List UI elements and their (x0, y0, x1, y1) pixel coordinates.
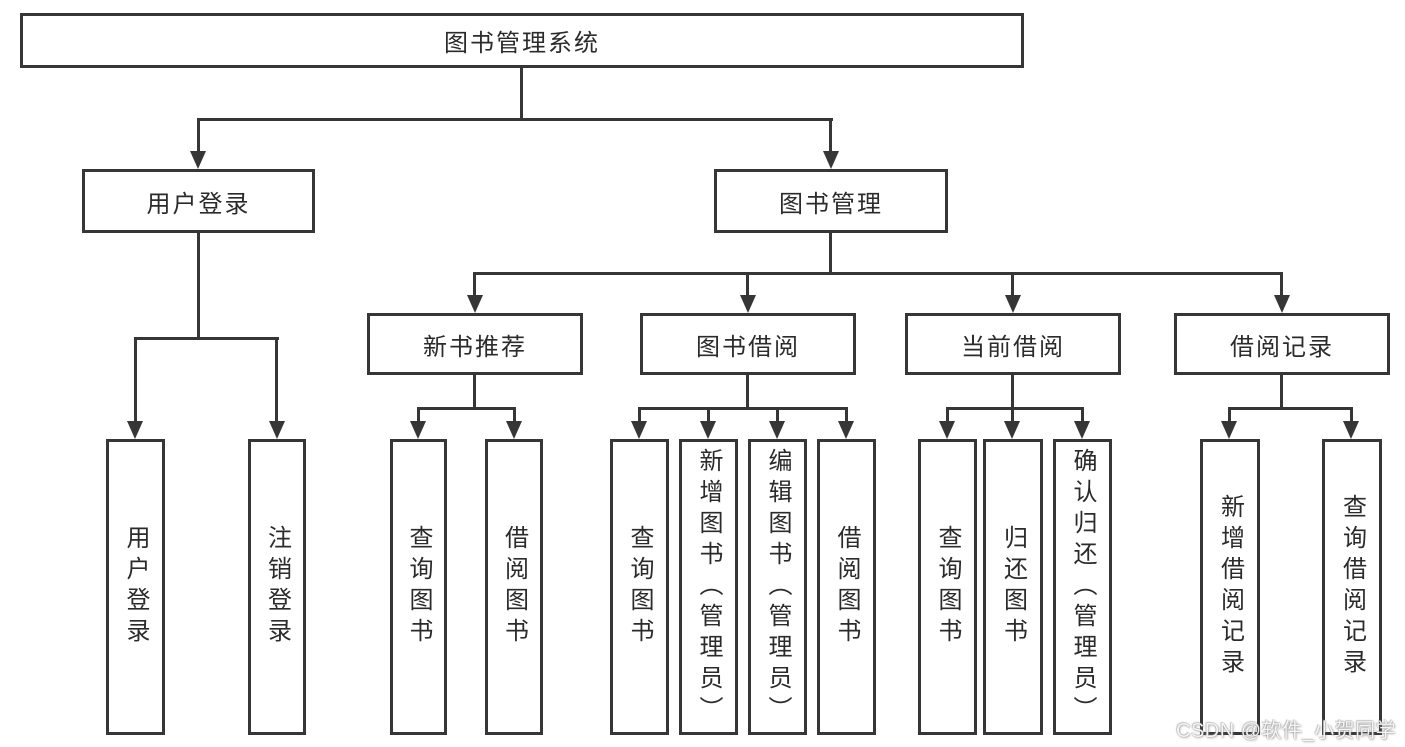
connector-root-stub (520, 68, 523, 118)
connector-book-borrow-stub (746, 375, 749, 407)
node-label: 当前借阅 (961, 333, 1065, 361)
arrowhead-to-book-borrow (740, 295, 756, 313)
connector-stem (707, 407, 710, 423)
node-label: 图书管理系统 (444, 30, 600, 57)
node-label: 图书借阅 (696, 333, 800, 361)
connector-user-login-stub (197, 233, 200, 337)
connector-stem-new-book (473, 272, 476, 297)
leaf-label: 借阅图书 (500, 525, 528, 649)
connector-book-borrow-split (638, 407, 848, 410)
csdn-watermark: CSDN @软件_小贺同学 (1176, 720, 1397, 742)
connector-current-borrow-stub (1011, 375, 1014, 407)
connector-user-login-split (134, 337, 279, 340)
arrowhead-to-book-management (823, 151, 839, 169)
arrowhead (1343, 421, 1359, 439)
arrowhead-to-login-leaf (127, 421, 143, 439)
leaf-label: 新增借阅记录 (1216, 494, 1244, 680)
arrowhead (1004, 421, 1020, 439)
arrowhead-to-current-borrow (1005, 295, 1021, 313)
node-book-borrowing: 图书借阅 (640, 313, 856, 375)
arrowhead-to-user-login (190, 151, 206, 169)
connector-root-split (197, 118, 833, 121)
node-root-library-management-system: 图书管理系统 (20, 13, 1024, 68)
arrowhead-to-new-book (467, 295, 483, 313)
leaf-label: 查询图书 (934, 525, 961, 649)
leaf-label: 查询借阅记录 (1338, 494, 1366, 680)
connector-new-book-stub (473, 375, 476, 407)
leaf-add-borrow-record: 新增借阅记录 (1200, 439, 1260, 735)
leaf-label: 注销登录 (263, 525, 291, 649)
leaf-label: 借阅图书 (833, 525, 860, 649)
arrowhead (838, 421, 854, 439)
connector-stem (1081, 407, 1084, 423)
connector-borrow-records-stub (1280, 375, 1283, 407)
arrowhead (631, 421, 647, 439)
node-current-borrowing: 当前借阅 (905, 313, 1121, 375)
leaf-add-books-admin: 新增图书（管理员） (679, 439, 738, 735)
connector-book-management-stub (829, 233, 832, 272)
connector-stem-logout-leaf (275, 337, 278, 423)
node-borrowing-records: 借阅记录 (1174, 313, 1390, 375)
leaf-label: 查询图书 (626, 525, 653, 649)
arrowhead (1221, 421, 1237, 439)
arrowhead (506, 421, 522, 439)
connector-stem (638, 407, 641, 423)
node-label: 图书管理 (779, 190, 883, 218)
node-new-book-recommendation: 新书推荐 (367, 313, 583, 375)
node-label: 借阅记录 (1230, 333, 1334, 361)
leaf-label: 用户登录 (122, 525, 149, 649)
node-label: 用户登录 (146, 190, 251, 218)
leaf-label: 新增图书（管理员） (695, 447, 722, 727)
arrowhead-to-borrow-records (1274, 295, 1290, 313)
leaf-logout: 注销登录 (248, 439, 306, 735)
connector-stem-current-borrow (1011, 272, 1014, 297)
leaf-confirm-return-admin: 确认归还（管理员） (1053, 439, 1112, 735)
leaf-query-borrow-record: 查询借阅记录 (1322, 439, 1382, 735)
connector-stem (845, 407, 848, 423)
connector-stem (513, 407, 516, 423)
node-user-login: 用户登录 (82, 169, 315, 233)
arrowhead (769, 421, 785, 439)
connector-stem-book-management (829, 118, 832, 153)
node-book-management: 图书管理 (714, 169, 948, 233)
arrowhead (700, 421, 716, 439)
node-label: 新书推荐 (423, 333, 527, 361)
connector-new-book-split (417, 407, 516, 410)
connector-stem (1228, 407, 1231, 423)
connector-current-borrow-split (946, 407, 1084, 410)
arrowhead-to-logout-leaf (269, 421, 285, 439)
leaf-label: 归还图书 (999, 525, 1027, 649)
connector-borrow-records-split (1228, 407, 1353, 410)
leaf-query-books-3: 查询图书 (918, 439, 977, 735)
connector-stem-book-borrow (746, 272, 749, 297)
arrowhead (410, 421, 426, 439)
leaf-label: 确认归还（管理员） (1069, 447, 1096, 727)
leaf-user-login: 用户登录 (106, 439, 165, 735)
leaf-edit-books-admin: 编辑图书（管理员） (748, 439, 807, 735)
arrowhead (1074, 421, 1090, 439)
leaf-borrow-books-1: 借阅图书 (485, 439, 543, 735)
leaf-query-books-1: 查询图书 (390, 439, 447, 735)
connector-stem-login-leaf (134, 337, 137, 423)
connector-stem (776, 407, 779, 423)
connector-book-management-split (473, 272, 1283, 275)
leaf-label: 编辑图书（管理员） (764, 447, 791, 727)
leaf-query-books-2: 查询图书 (610, 439, 669, 735)
connector-stem (1011, 407, 1014, 423)
connector-stem-user-login (197, 118, 200, 153)
connector-stem (417, 407, 420, 423)
connector-stem (1350, 407, 1353, 423)
leaf-borrow-books-2: 借阅图书 (817, 439, 876, 735)
leaf-return-books: 归还图书 (983, 439, 1043, 735)
connector-stem-borrow-records (1280, 272, 1283, 297)
connector-stem (946, 407, 949, 423)
leaf-label: 查询图书 (405, 525, 432, 649)
arrowhead (939, 421, 955, 439)
